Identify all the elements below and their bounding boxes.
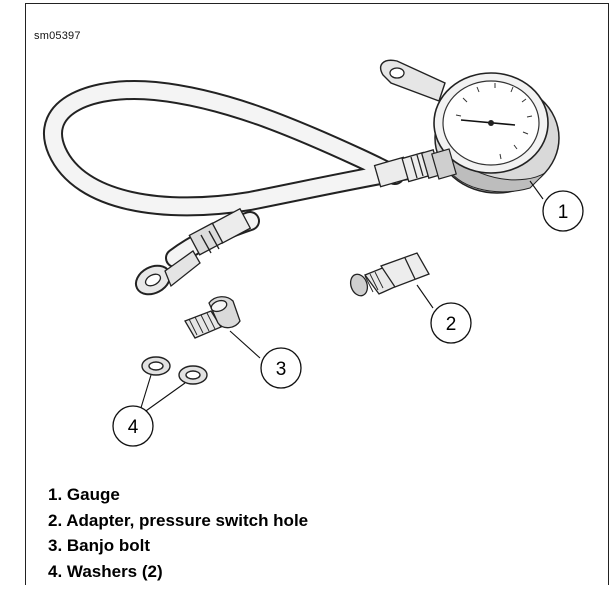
svg-text:2: 2 — [446, 314, 457, 335]
washers — [141, 356, 208, 385]
svg-text:1: 1 — [558, 202, 569, 223]
leader-lines — [139, 180, 544, 414]
adapter — [349, 252, 430, 297]
callout-1: 1 — [542, 190, 584, 232]
callout-2: 2 — [430, 302, 472, 344]
legend-item-washers: 4. Washers (2) — [48, 561, 163, 581]
banjo-fitting — [134, 207, 252, 296]
legend-item-banjo-bolt: 3. Banjo bolt — [48, 536, 150, 555]
parts-legend: 1. Gauge 2. Adapter, pressure switch hol… — [48, 482, 308, 584]
svg-text:3: 3 — [276, 359, 287, 380]
gauge — [379, 59, 560, 194]
figure-frame — [25, 3, 609, 585]
figure-id: sm05397 — [34, 30, 81, 42]
legend-item-gauge: 1. Gauge — [48, 485, 120, 504]
callout-4: 4 — [112, 405, 154, 447]
callout-3: 3 — [260, 347, 302, 389]
legend-item-adapter: 2. Adapter, pressure switch hole — [48, 510, 309, 530]
svg-text:4: 4 — [128, 417, 139, 438]
banjo-bolt — [184, 296, 241, 339]
gauge-hose-fitting — [373, 149, 442, 188]
parts-illustration: 1 2 3 4 — [43, 59, 584, 447]
